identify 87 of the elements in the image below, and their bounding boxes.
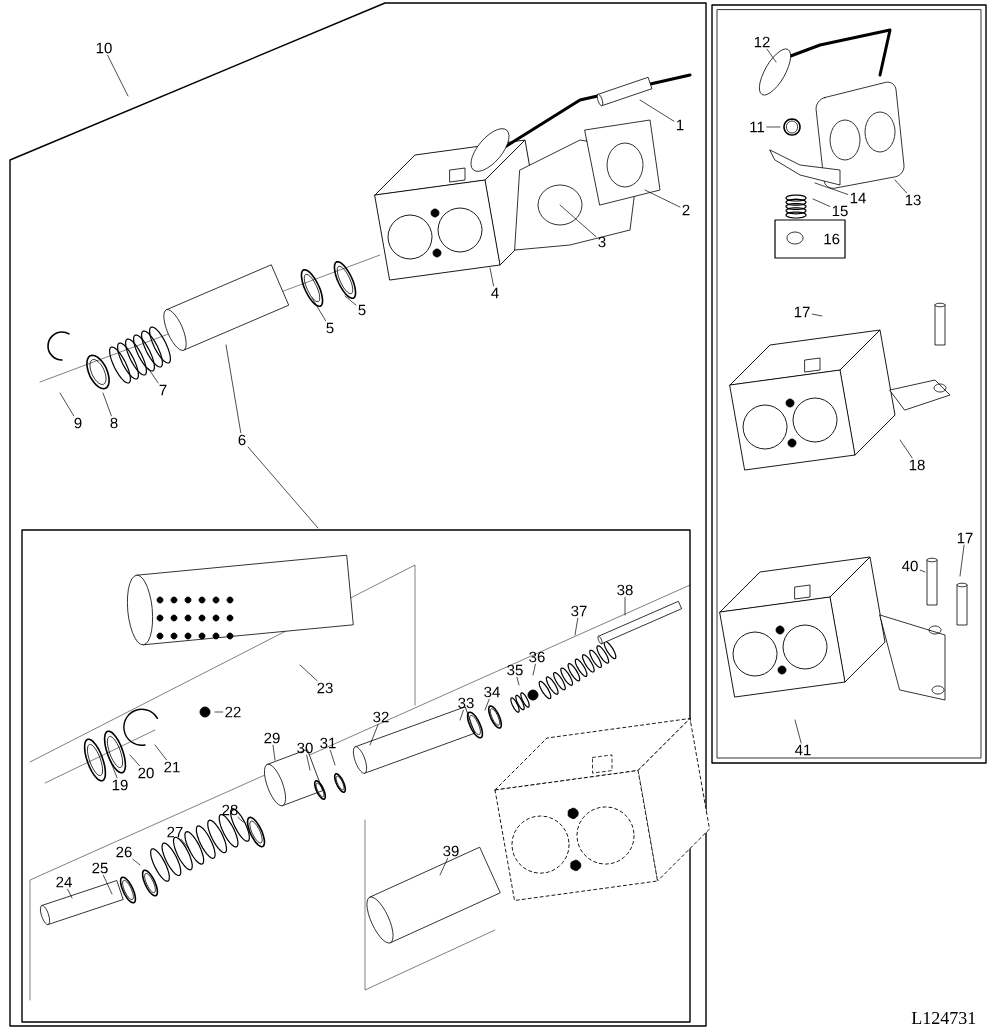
callout-number: 6	[238, 434, 246, 446]
leader-line	[484, 698, 490, 711]
callout-number: 19	[112, 779, 128, 791]
callout-number: 5	[358, 304, 366, 316]
leader-line	[67, 888, 73, 899]
leader-line	[180, 838, 191, 851]
callout-number: 21	[164, 761, 180, 773]
leader-line	[639, 99, 675, 122]
leader-line	[329, 749, 336, 766]
leader-line	[919, 569, 926, 573]
leader-line	[369, 723, 379, 746]
callout-number: 22	[225, 706, 241, 718]
callout-number: 14	[850, 192, 866, 204]
figure-number: L124731	[911, 1011, 976, 1025]
callout-number: 37	[571, 605, 587, 617]
callout-number: 34	[484, 686, 500, 698]
leader-line	[129, 754, 140, 767]
callout-number: 10	[96, 42, 112, 54]
leader-line	[103, 874, 113, 895]
leader-line	[154, 744, 167, 761]
leader-line	[344, 295, 357, 306]
leader-line	[306, 754, 311, 771]
leader-line	[247, 446, 319, 529]
leader-line	[899, 439, 913, 459]
callout-number: 11	[750, 121, 765, 133]
leader-line	[311, 297, 327, 322]
callout-number: 1	[677, 119, 684, 131]
leader-line	[214, 711, 224, 713]
callout-number: 30	[297, 742, 313, 754]
leader-line	[237, 816, 244, 823]
callout-number: 38	[617, 584, 633, 596]
callout-box: 16	[774, 219, 846, 259]
leader-line	[132, 858, 141, 866]
leader-line	[147, 367, 159, 384]
callout-number: 20	[138, 767, 154, 779]
leader-line	[894, 179, 907, 194]
callout-number: 9	[74, 417, 82, 429]
callout-number: 39	[443, 845, 459, 857]
leader-line	[814, 182, 849, 195]
leader-line	[766, 48, 777, 63]
callout-number: 28	[222, 804, 238, 816]
leader-line	[794, 719, 802, 744]
callout-number: 23	[317, 682, 333, 694]
callout-number: 18	[909, 459, 925, 471]
callout-number: 17	[957, 532, 973, 544]
callout-number: 12	[754, 36, 770, 48]
leader-line	[459, 709, 464, 721]
callout-number: 2	[682, 204, 690, 216]
leader-line	[644, 189, 681, 208]
leader-line	[766, 126, 781, 128]
leader-line	[489, 267, 494, 287]
callout-number: 31	[320, 737, 336, 749]
callout-number: 32	[373, 711, 389, 723]
leader-line	[959, 544, 965, 577]
callout-number: 41	[795, 744, 811, 756]
callout-number: 25	[92, 862, 108, 874]
callout-number: 4	[491, 287, 499, 299]
leader-line	[439, 857, 449, 876]
leader-line	[272, 744, 276, 761]
callout-number: 7	[159, 384, 167, 396]
callout-number: 13	[905, 194, 921, 206]
callout-number: 33	[458, 697, 474, 709]
leader-line	[516, 676, 520, 686]
callout-number: 3	[598, 236, 606, 248]
leader-line	[811, 313, 823, 317]
callout-number: 36	[529, 651, 545, 663]
leader-line	[225, 344, 242, 434]
callout-number: 8	[110, 417, 118, 429]
leader-line	[624, 596, 626, 616]
callout-number: 15	[832, 205, 848, 217]
leader-line	[109, 759, 118, 779]
callout-number: 24	[56, 876, 72, 888]
leader-line	[102, 392, 112, 417]
leader-line	[559, 204, 597, 237]
callout-number: 29	[264, 732, 280, 744]
leader-line	[532, 663, 536, 676]
leader-line	[574, 617, 579, 636]
leader-line	[59, 392, 75, 417]
callout-number: 35	[507, 664, 523, 676]
leader-line	[812, 198, 831, 207]
callout-number: 5	[326, 322, 334, 334]
leader-line	[107, 54, 129, 97]
callout-number: 26	[116, 846, 132, 858]
callout-number: 40	[902, 560, 918, 572]
callout-number: 17	[794, 306, 810, 318]
leader-line	[299, 664, 318, 682]
callout-number: 27	[167, 826, 183, 838]
